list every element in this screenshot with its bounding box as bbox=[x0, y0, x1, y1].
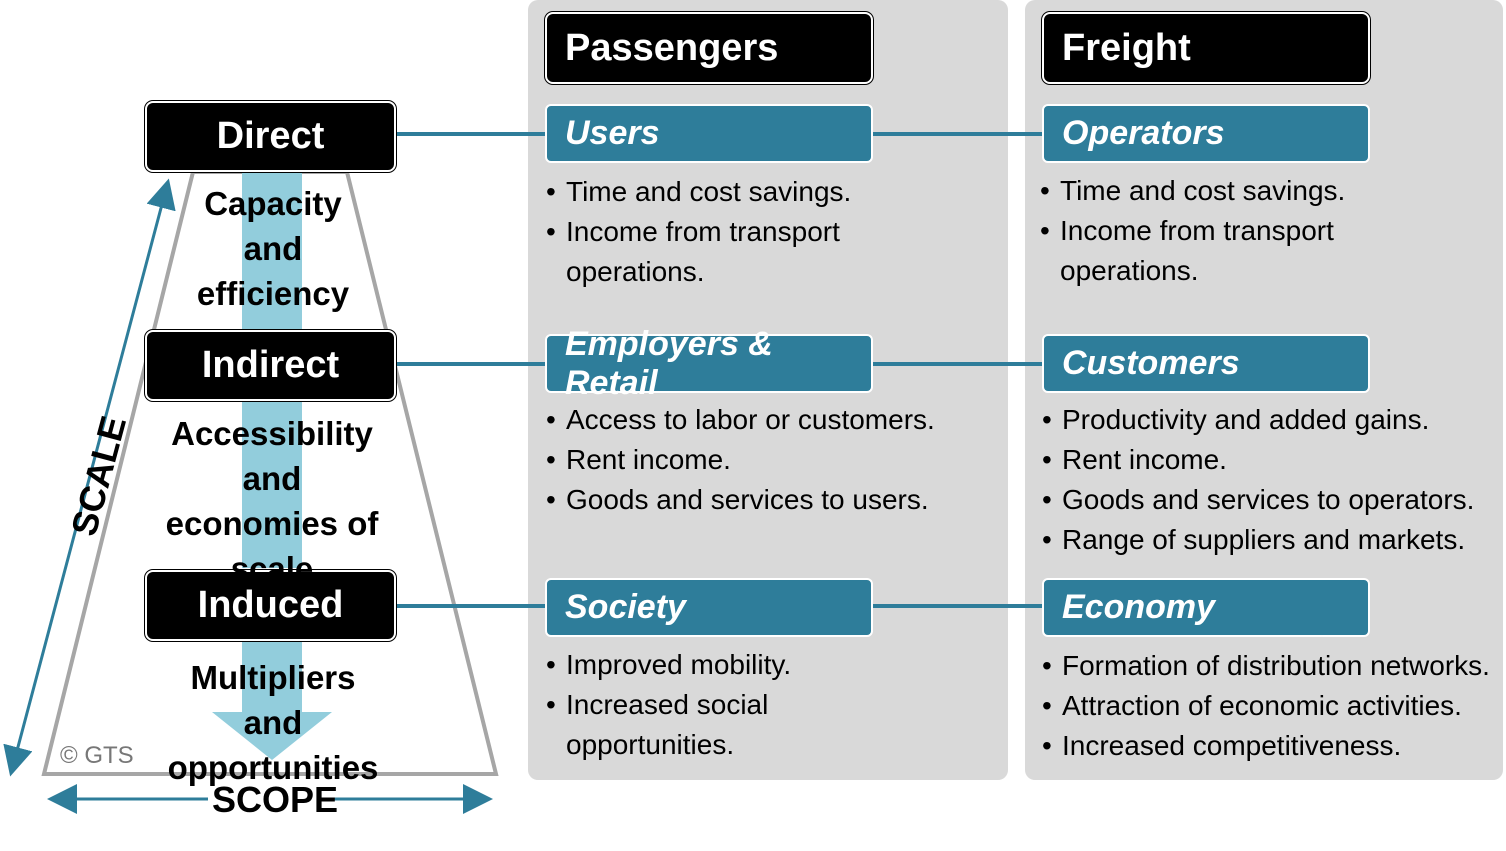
down-arrow-2 bbox=[242, 400, 302, 568]
bullet-item: Formation of distribution networks. bbox=[1042, 646, 1502, 686]
connector-indirect-employers bbox=[396, 362, 546, 366]
society-bullets: Improved mobility. Increased social oppo… bbox=[546, 645, 846, 765]
bullet-item: Income from transport operations. bbox=[546, 212, 856, 292]
economy-bullets: Formation of distribution networks. Attr… bbox=[1042, 646, 1502, 766]
connector-society-economy bbox=[872, 604, 1044, 608]
connector-employers-customers bbox=[872, 362, 1044, 366]
group-operators: Operators bbox=[1042, 104, 1370, 163]
bullet-item: Improved mobility. bbox=[546, 645, 846, 685]
group-employers-retail: Employers & Retail bbox=[545, 325, 873, 402]
operators-bullets: Time and cost savings. Income from trans… bbox=[1040, 171, 1360, 291]
connector-users-operators bbox=[872, 132, 1044, 136]
label-multipliers-opportunities: Multipliers and opportunities bbox=[167, 659, 379, 786]
connector-direct-users bbox=[396, 132, 546, 136]
copyright: © GTS bbox=[60, 742, 134, 769]
customers-bullets: Productivity and added gains. Rent incom… bbox=[1042, 400, 1500, 560]
scope-label: SCOPE bbox=[212, 779, 339, 820]
level-direct: Direct bbox=[145, 101, 396, 172]
freight-header: Freight bbox=[1042, 12, 1370, 84]
group-society: Society bbox=[545, 578, 873, 637]
users-bullets: Time and cost savings. Income from trans… bbox=[546, 172, 866, 292]
bullet-item: Range of suppliers and markets. bbox=[1042, 520, 1500, 560]
bullet-item: Goods and services to users. bbox=[546, 480, 996, 520]
bullet-item: Access to labor or customers. bbox=[546, 400, 996, 440]
group-economy: Economy bbox=[1042, 578, 1370, 637]
bullet-item: Goods and services to operators. bbox=[1042, 480, 1500, 520]
bullet-item: Attraction of economic activities. bbox=[1042, 686, 1502, 726]
label-capacity-efficiency: Capacity and efficiency bbox=[196, 185, 350, 312]
bullet-item: Productivity and added gains. bbox=[1042, 400, 1500, 440]
bullet-item: Income from transport operations. bbox=[1040, 211, 1350, 291]
level-indirect: Indirect bbox=[145, 330, 396, 401]
bullet-item: Increased social opportunities. bbox=[546, 685, 796, 765]
down-arrow-1 bbox=[242, 172, 302, 329]
passengers-header: Passengers bbox=[545, 12, 873, 84]
label-accessibility-economies: Accessibility and economies of scale bbox=[165, 415, 379, 587]
employers-retail-bullets: Access to labor or customers. Rent incom… bbox=[546, 400, 996, 520]
down-arrow-3 bbox=[212, 640, 332, 760]
level-induced: Induced bbox=[145, 570, 396, 641]
bullet-item: Time and cost savings. bbox=[546, 172, 866, 212]
connector-induced-society bbox=[396, 604, 546, 608]
group-users: Users bbox=[545, 104, 873, 163]
group-customers: Customers bbox=[1042, 334, 1370, 393]
bullet-item: Time and cost savings. bbox=[1040, 171, 1360, 211]
bullet-item: Rent income. bbox=[546, 440, 996, 480]
scale-arrow bbox=[3, 178, 176, 777]
bullet-item: Increased competitiveness. bbox=[1042, 726, 1502, 766]
bullet-item: Rent income. bbox=[1042, 440, 1500, 480]
